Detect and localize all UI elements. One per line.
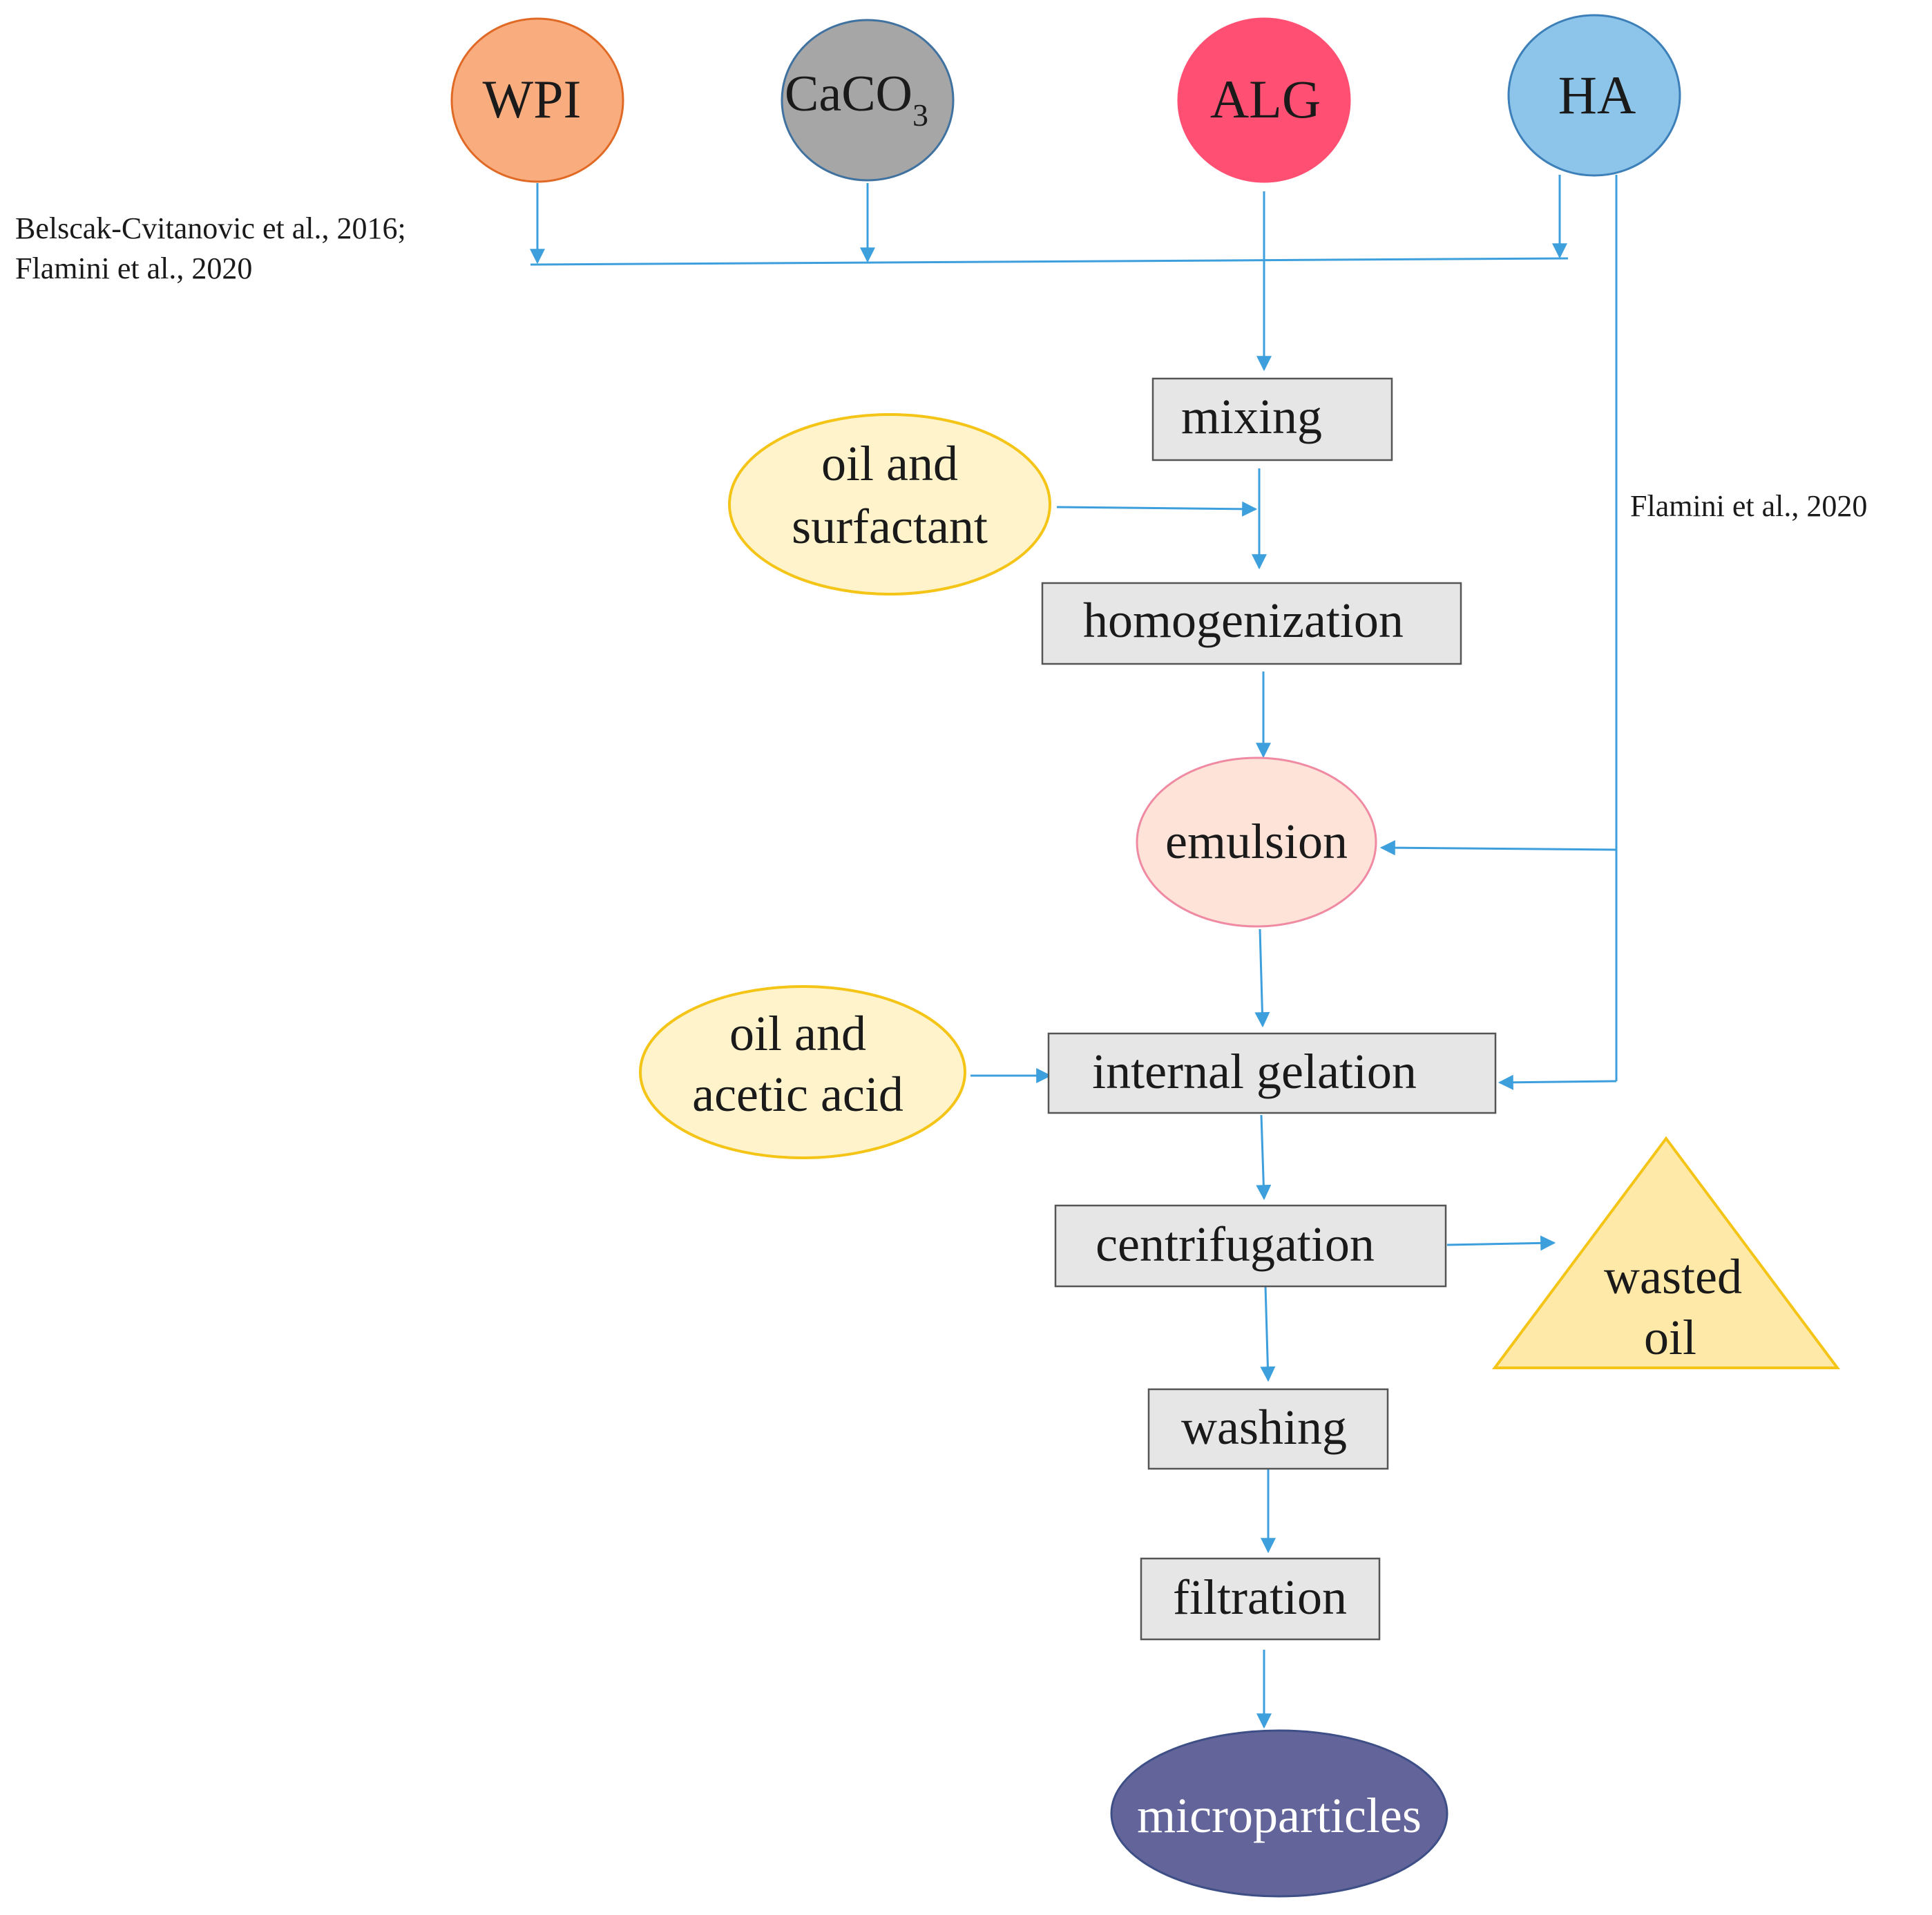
internal-gelation-label: internal gelation — [1092, 1044, 1417, 1099]
emulsion-to-gelation-arrow — [1254, 928, 1270, 1028]
oil-acetic-label-line2: acetic acid — [692, 1067, 903, 1122]
oil-acetic-acid-node — [639, 985, 966, 1159]
oil-acetic-label-line1: oil and — [729, 1006, 866, 1061]
wasted-oil-label-line2: oil — [1644, 1310, 1696, 1365]
wpi-label: WPI — [483, 69, 582, 129]
filtration-label: filtration — [1173, 1570, 1347, 1625]
centrifugation-label: centrifugation — [1096, 1217, 1375, 1272]
mixing-label: mixing — [1181, 389, 1322, 444]
wasted-oil-node — [1492, 1136, 1840, 1369]
oil-surfactant-label-line2: surfactant — [792, 499, 988, 554]
oil-surfactant-node — [728, 413, 1051, 596]
emulsion-label: emulsion — [1165, 814, 1348, 869]
homogenization-label: homogenization — [1083, 593, 1404, 648]
mixing-box — [1151, 377, 1393, 461]
homogenization-box — [1041, 582, 1462, 665]
reference-left-line2: Flamini et al., 2020 — [15, 251, 252, 285]
filtration-box — [1140, 1557, 1381, 1641]
alg-node — [1177, 17, 1351, 183]
centrifugation-box — [1054, 1204, 1447, 1288]
oil-surfactant-label-line1: oil and — [821, 436, 958, 491]
alg-label: ALG — [1210, 69, 1321, 129]
reference-right: Flamini et al., 2020 — [1630, 489, 1867, 523]
centrifugation-to-washing-arrow — [1260, 1286, 1276, 1382]
ha-label: HA — [1558, 65, 1636, 125]
oil-surfactant-arrow — [1056, 501, 1258, 517]
washing-label: washing — [1181, 1400, 1347, 1455]
microparticles-node — [1110, 1729, 1448, 1898]
washing-box — [1147, 1388, 1389, 1470]
emulsion-node — [1136, 756, 1377, 928]
gelation-to-centrifugation-arrow — [1256, 1114, 1272, 1201]
wasted-oil-label-line1: wasted — [1604, 1249, 1742, 1304]
microparticles-label: microparticles — [1137, 1788, 1422, 1843]
caco3-node — [781, 19, 955, 182]
caco3-label: CaCO3 — [785, 66, 928, 133]
ha-to-emulsion-arrow — [1379, 840, 1617, 856]
wpi-node — [450, 17, 624, 183]
horizontal-bus-line — [530, 257, 1569, 266]
centrifugation-to-wasted-oil-arrow — [1446, 1235, 1556, 1251]
internal-gelation-box — [1047, 1032, 1497, 1114]
reference-left-line1: Belscak-Cvitanovic et al., 2016; — [15, 211, 406, 245]
ha-node — [1507, 14, 1681, 177]
ha-to-gelation-arrow — [1498, 1074, 1617, 1090]
